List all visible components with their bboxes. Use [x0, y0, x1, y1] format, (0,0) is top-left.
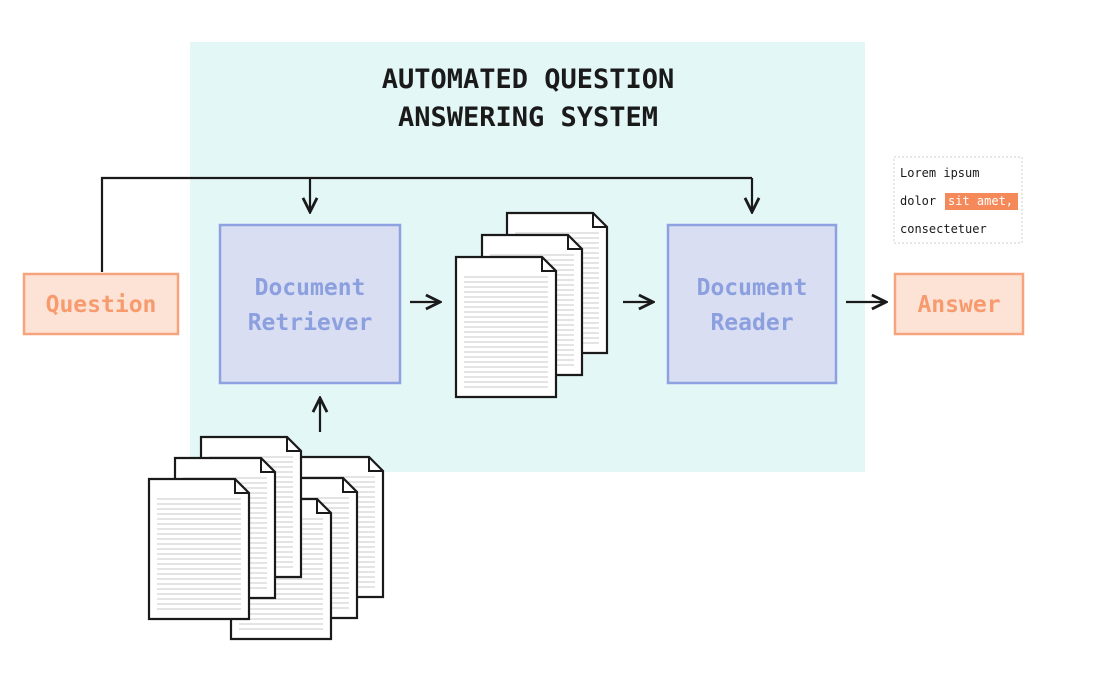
- document-stack-icon: [454, 211, 609, 399]
- document-retriever-node: Document Retriever: [218, 223, 402, 385]
- retriever-label-line-1: Document: [255, 275, 366, 301]
- snippet-highlight: [945, 193, 1018, 210]
- document-sheet-icon: [147, 477, 251, 621]
- document-pile-icon: [147, 435, 385, 641]
- snippet-line-1: Lorem ipsum: [900, 166, 979, 180]
- question-label: Question: [46, 292, 157, 318]
- answer-snippet-card: Lorem ipsum dolor sit amet, consectetuer: [893, 156, 1023, 244]
- answer-node: Answer: [893, 272, 1025, 336]
- retriever-label-line-2: Retriever: [248, 310, 373, 336]
- snippet-line-3: consectetuer: [900, 222, 987, 236]
- answer-label: Answer: [917, 292, 1000, 318]
- reader-label-line-1: Document: [697, 275, 808, 301]
- snippet-line-2-highlight: sit amet,: [948, 194, 1013, 208]
- document-sheet-icon: [454, 255, 558, 399]
- system-title-line-2: ANSWERING SYSTEM: [398, 102, 658, 133]
- system-title-line-1: AUTOMATED QUESTION: [382, 64, 675, 95]
- question-node: Question: [22, 272, 180, 336]
- reader-label-line-2: Reader: [710, 310, 793, 336]
- document-reader-node: Document Reader: [666, 223, 838, 385]
- snippet-line-2-prefix: dolor: [900, 194, 936, 208]
- question-feed-line: [100, 176, 752, 272]
